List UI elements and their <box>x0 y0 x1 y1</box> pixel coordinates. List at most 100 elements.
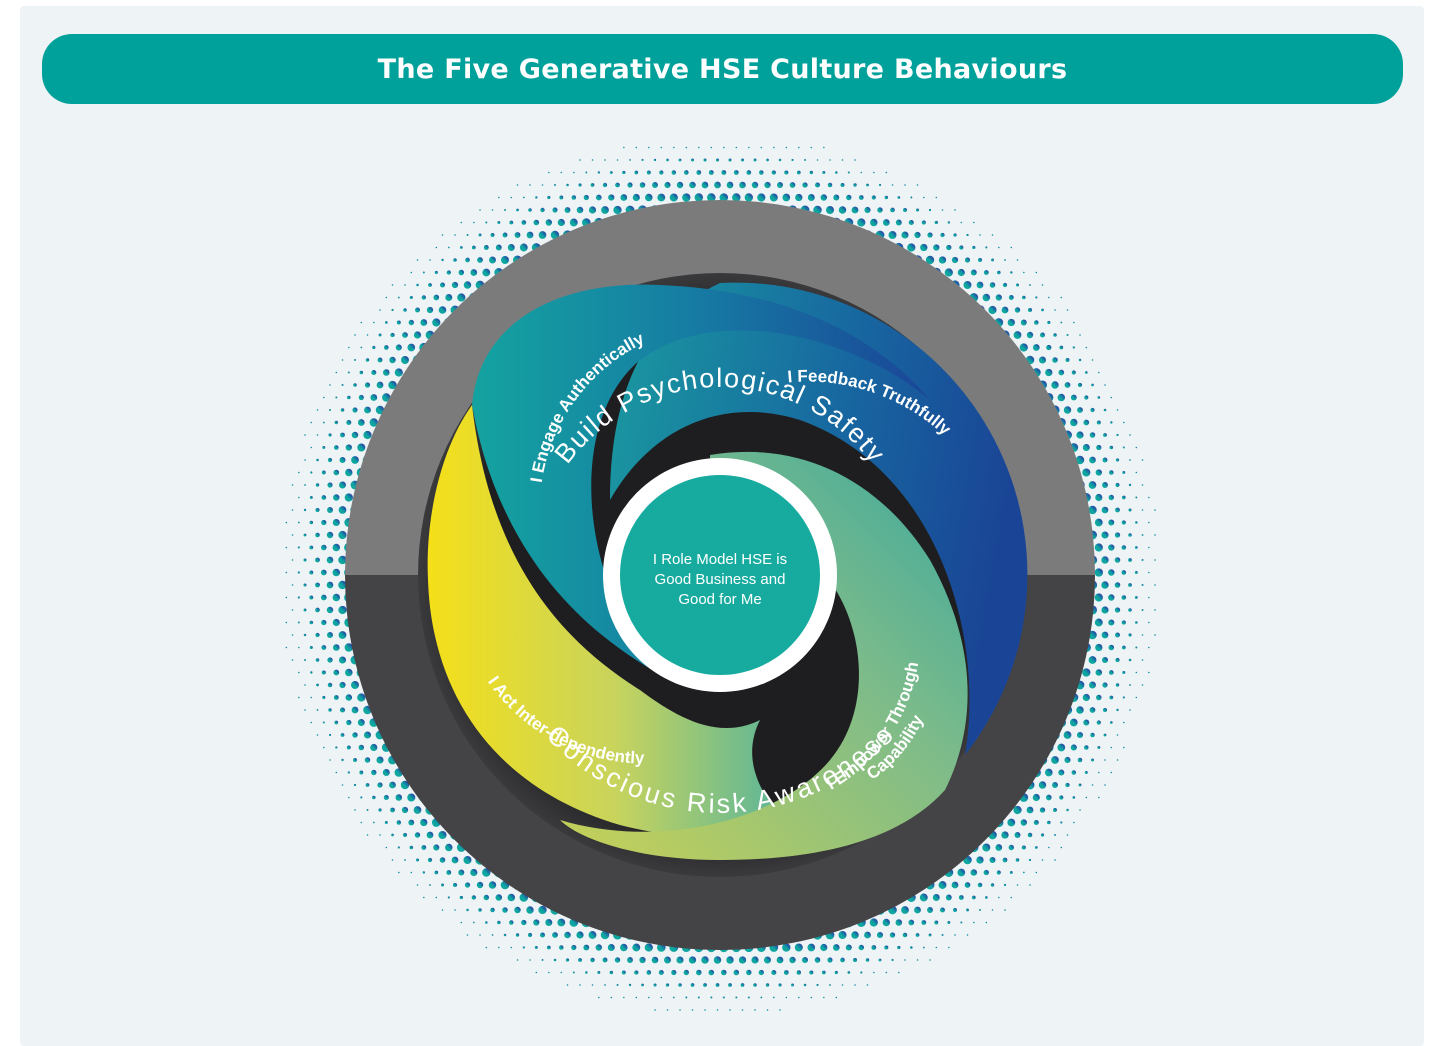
halo-dot <box>422 271 425 274</box>
halo-dot <box>1033 820 1039 825</box>
halo-dot <box>309 645 313 650</box>
halo-dot <box>347 771 350 774</box>
halo-dot <box>515 933 520 937</box>
halo-dot <box>1014 307 1021 313</box>
halo-dot <box>365 358 370 362</box>
halo-dot <box>423 896 425 899</box>
halo-dot <box>298 496 300 499</box>
halo-dot <box>348 346 350 349</box>
halo-dot <box>559 945 564 950</box>
halo-dot <box>1034 320 1039 325</box>
halo-dot <box>304 659 306 661</box>
halo-dot <box>1082 444 1090 451</box>
halo-dot <box>571 195 577 200</box>
halo-dot <box>1108 594 1115 601</box>
halo-dot <box>864 931 871 939</box>
halo-dot <box>714 181 721 189</box>
halo-dot <box>998 246 1000 249</box>
halo-dot <box>310 696 313 699</box>
halo-dot <box>291 584 294 586</box>
halo-dot <box>916 959 919 961</box>
halo-dot <box>1116 433 1119 437</box>
halo-dot <box>1001 306 1009 314</box>
halo-dot <box>304 484 306 486</box>
halo-dot <box>285 571 288 574</box>
halo-dot <box>363 731 372 739</box>
halo-dot <box>497 920 501 925</box>
halo-dot <box>691 158 694 162</box>
halo-dot <box>719 193 729 202</box>
halo-dot <box>338 580 347 590</box>
halo-dot <box>829 159 831 161</box>
halo-dot <box>333 669 340 676</box>
halo-dot <box>322 446 326 449</box>
halo-dot <box>1122 471 1126 474</box>
halo-dot <box>1085 796 1088 799</box>
halo-dot <box>434 870 439 875</box>
halo-dot <box>578 958 582 962</box>
halo-dot <box>685 146 688 149</box>
halo-dot <box>573 171 575 174</box>
halo-dot <box>1073 321 1075 324</box>
halo-dot <box>729 1009 731 1011</box>
halo-dot <box>357 719 365 726</box>
halo-dot <box>740 158 745 162</box>
halo-dot <box>629 159 631 161</box>
halo-dot <box>646 970 652 975</box>
halo-dot <box>522 196 525 199</box>
halo-dot <box>1134 571 1138 574</box>
halo-dot <box>951 881 959 889</box>
halo-dot <box>346 719 352 726</box>
halo-dot <box>666 158 669 162</box>
halo-dot <box>1115 632 1120 638</box>
halo-dot <box>733 969 740 976</box>
halo-dot <box>364 382 371 388</box>
halo-dot <box>447 896 450 899</box>
halo-dot <box>1103 733 1107 737</box>
halo-dot <box>579 984 581 986</box>
halo-dot <box>1026 806 1034 814</box>
halo-dot <box>370 743 378 752</box>
halo-dot <box>858 944 865 951</box>
halo-dot <box>1082 468 1091 477</box>
halo-dot <box>641 983 644 987</box>
halo-dot <box>338 631 347 639</box>
halo-dot <box>953 908 957 912</box>
halo-dot <box>576 206 584 214</box>
halo-dot <box>472 921 475 924</box>
halo-dot <box>1083 419 1090 426</box>
halo-dot <box>1095 669 1103 676</box>
halo-dot <box>1101 656 1109 664</box>
halo-dot <box>1029 284 1031 286</box>
halo-dot <box>715 983 720 987</box>
halo-dot <box>404 859 406 861</box>
halo-dot <box>327 682 333 688</box>
halo-dot <box>384 321 388 324</box>
halo-dot <box>809 170 814 175</box>
halo-dot <box>340 432 345 438</box>
halo-dot <box>610 996 613 999</box>
band-feedback <box>610 282 1028 755</box>
halo-dot <box>351 681 359 689</box>
halo-dot <box>701 956 709 964</box>
halo-dot <box>321 645 327 650</box>
halo-dot <box>696 969 702 976</box>
halo-dot <box>309 570 314 575</box>
halo-dot <box>983 869 989 876</box>
halo-dot <box>823 996 825 999</box>
halo-dot <box>782 193 791 202</box>
halo-dot <box>528 208 532 212</box>
halo-dot <box>1058 769 1065 776</box>
halo-dot <box>479 209 481 211</box>
halo-dot <box>560 171 563 174</box>
halo-dot <box>1077 382 1083 388</box>
halo-dot <box>1022 871 1025 874</box>
halo-dot <box>485 946 488 949</box>
halo-dot <box>1046 344 1052 351</box>
halo-dot <box>1060 321 1063 324</box>
halo-dot <box>1070 744 1077 751</box>
halo-dot <box>1051 381 1059 389</box>
halo-dot <box>847 971 851 974</box>
halo-dot <box>1088 505 1097 515</box>
halo-dot <box>1115 657 1120 663</box>
